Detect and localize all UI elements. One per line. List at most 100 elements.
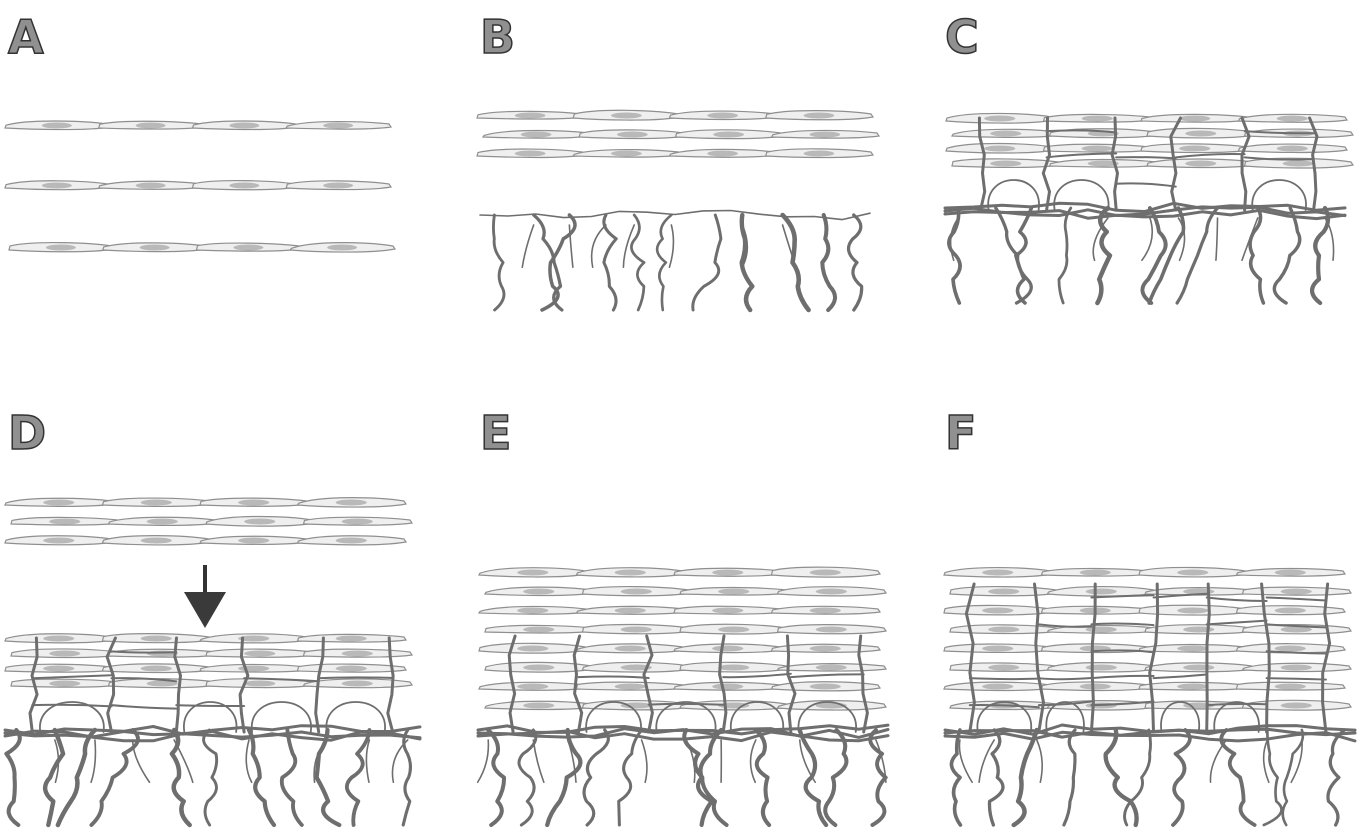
- cell-nucleus: [238, 666, 269, 672]
- cell-nucleus: [816, 589, 847, 595]
- host-vessel: [619, 730, 642, 825]
- panel-c-illustration: [935, 0, 1365, 330]
- cell-nucleus: [984, 146, 1015, 152]
- cell-nucleus: [611, 151, 642, 157]
- cell-nucleus: [141, 666, 172, 672]
- cell-nucleus: [229, 183, 259, 189]
- host-vessel: [756, 730, 769, 825]
- panel-e-illustration: [470, 400, 900, 832]
- cell-row: [479, 682, 880, 691]
- cell-nucleus: [141, 500, 172, 506]
- cell-nucleus: [336, 636, 367, 642]
- host-vessel: [657, 215, 671, 310]
- cell-row: [11, 649, 412, 658]
- host-vessel: [979, 740, 994, 782]
- cell-nucleus: [718, 627, 749, 633]
- cell-nucleus: [233, 245, 263, 251]
- host-vessel: [1016, 208, 1032, 303]
- host-vessel: [317, 730, 340, 825]
- cell-nucleus: [707, 113, 738, 119]
- host-vessel: [1149, 208, 1183, 303]
- cell-nucleus: [990, 131, 1021, 137]
- cell-nucleus: [809, 132, 840, 138]
- cell-nucleus: [336, 538, 367, 544]
- cell-nucleus: [1177, 570, 1208, 576]
- cell-nucleus: [49, 681, 80, 687]
- cell-nucleus: [617, 132, 648, 138]
- cell-nucleus: [136, 123, 166, 129]
- host-vessel: [1059, 208, 1071, 303]
- panel-d: D: [0, 400, 430, 800]
- invading-vessel: [1176, 154, 1245, 157]
- cell-nucleus: [49, 519, 80, 525]
- host-vessel: [6, 730, 19, 825]
- cell-nucleus: [342, 651, 373, 657]
- cell-nucleus: [523, 703, 554, 709]
- cell-row: [944, 682, 1345, 691]
- cell-nucleus: [621, 589, 652, 595]
- cell-nucleus: [982, 608, 1013, 614]
- invading-vessel: [319, 677, 393, 678]
- cell-row: [946, 144, 1347, 154]
- cell-nucleus: [615, 570, 646, 576]
- invading-vessel: [1207, 597, 1267, 601]
- host-vessel: [1328, 730, 1344, 825]
- cell-row: [477, 149, 873, 158]
- cell-nucleus: [1281, 665, 1312, 671]
- invading-vessel: [1035, 584, 1044, 732]
- panel-b: B: [470, 0, 900, 400]
- cell-nucleus: [49, 651, 80, 657]
- cell-nucleus: [229, 123, 259, 129]
- host-vessel: [669, 225, 673, 267]
- host-vessel: [1097, 208, 1110, 303]
- cell-row: [479, 567, 880, 577]
- cell-nucleus: [1179, 116, 1210, 122]
- cell-nucleus: [810, 646, 841, 652]
- invading-vessel: [649, 704, 724, 705]
- panel-a: A: [0, 0, 430, 400]
- cell-nucleus: [810, 608, 841, 614]
- panel-a-illustration: [0, 0, 430, 330]
- cell-nucleus: [1080, 570, 1111, 576]
- cell-nucleus: [517, 684, 548, 690]
- cell-nucleus: [988, 665, 1019, 671]
- host-vessel: [604, 215, 616, 310]
- invading-vessel: [32, 705, 111, 707]
- cell-nucleus: [611, 113, 642, 119]
- cell-nucleus: [707, 151, 738, 157]
- cell-nucleus: [803, 151, 834, 157]
- invading-vessel: [1091, 624, 1153, 626]
- host-vessel: [693, 215, 721, 310]
- cell-row: [5, 121, 391, 130]
- cell-nucleus: [1080, 684, 1111, 690]
- invading-vessel: [112, 651, 177, 652]
- host-vessel: [488, 730, 504, 825]
- host-vessel-network: [480, 211, 870, 311]
- cell-nucleus: [1185, 131, 1216, 137]
- host-vessel: [282, 730, 302, 825]
- host-vessel: [91, 730, 138, 825]
- invading-vessel: [1091, 676, 1153, 678]
- cell-nucleus: [1179, 146, 1210, 152]
- invading-vessel: [176, 705, 244, 706]
- cell-nucleus: [1275, 684, 1306, 690]
- host-vessel: [204, 730, 217, 825]
- host-vessel-network: [945, 725, 1355, 825]
- cell-row: [485, 587, 886, 596]
- cell-nucleus: [1277, 116, 1308, 122]
- cell-row: [5, 181, 391, 190]
- host-vessel: [1142, 218, 1152, 260]
- host-vessel: [698, 730, 721, 825]
- cell-nucleus: [810, 684, 841, 690]
- cell-nucleus: [1275, 570, 1306, 576]
- cell-row: [9, 243, 395, 252]
- cell-nucleus: [1277, 146, 1308, 152]
- host-vessel: [783, 215, 809, 310]
- cell-row: [5, 664, 406, 673]
- cell-nucleus: [1082, 146, 1113, 152]
- cell-nucleus: [238, 538, 269, 544]
- cell-nucleus: [327, 245, 357, 251]
- cell-nucleus: [136, 183, 166, 189]
- invading-vessel: [1207, 704, 1267, 705]
- cell-nucleus: [42, 183, 72, 189]
